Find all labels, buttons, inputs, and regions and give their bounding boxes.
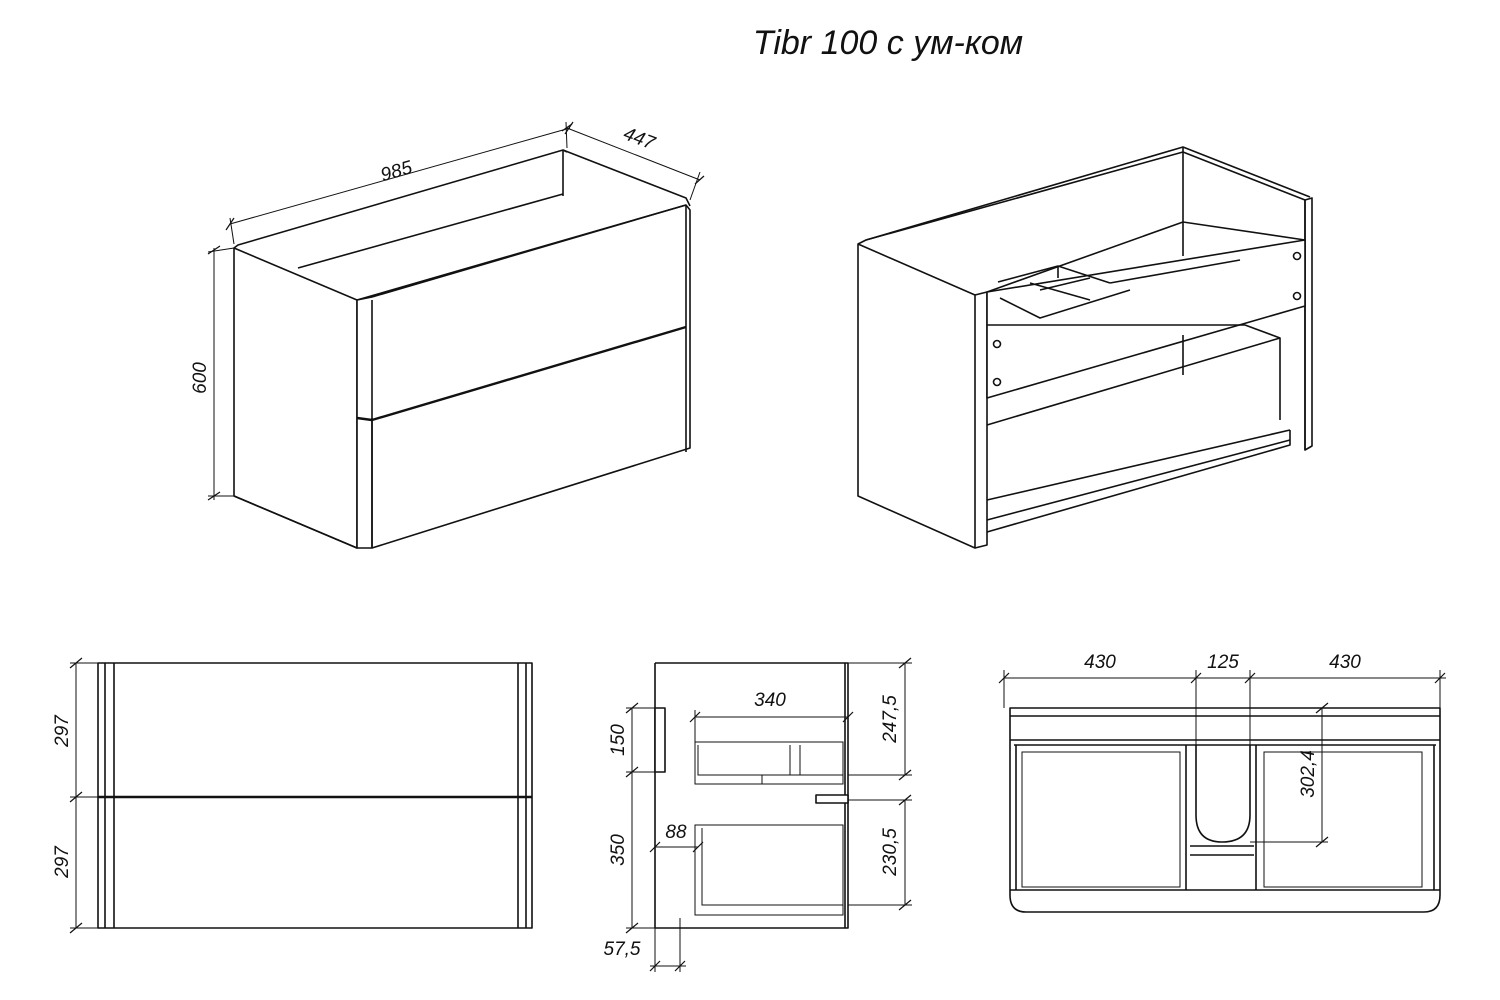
dim-depth-label: 447 — [620, 123, 658, 154]
dim-middle-width-label: 125 — [1207, 652, 1239, 673]
top-view: 430 125 430 302,4 — [998, 652, 1446, 913]
iso-view-open-cabinet — [857, 146, 1313, 549]
dim-top-depth-label: 302,4 — [1298, 750, 1319, 798]
dim-lower-height-label: 230,5 — [880, 828, 901, 877]
dim-top-section-label: 150 — [608, 724, 629, 756]
dim-left-width-label: 430 — [1084, 652, 1116, 673]
drawing-title: Tibr 100 с ум-ком — [753, 24, 1023, 62]
iso-view-closed-cabinet: 985 447 600 — [190, 121, 705, 549]
dim-upper-height-label: 247,5 — [880, 695, 901, 744]
dim-top-inner-width-label: 340 — [754, 690, 786, 711]
dim-drawer-bottom-label: 297 — [52, 845, 73, 879]
dim-width-label: 985 — [378, 157, 415, 186]
side-view: 340 150 350 88 57,5 247,5 — [604, 657, 912, 972]
dim-height-label: 600 — [190, 362, 211, 394]
dim-lower-section-label: 350 — [608, 834, 629, 866]
dim-bottom-offset-label: 57,5 — [604, 939, 641, 960]
dim-drawer-top-label: 297 — [52, 714, 73, 748]
dim-right-width-label: 430 — [1329, 652, 1361, 673]
dim-lower-offset-label: 88 — [665, 822, 687, 843]
front-view: 297 297 — [52, 657, 533, 934]
